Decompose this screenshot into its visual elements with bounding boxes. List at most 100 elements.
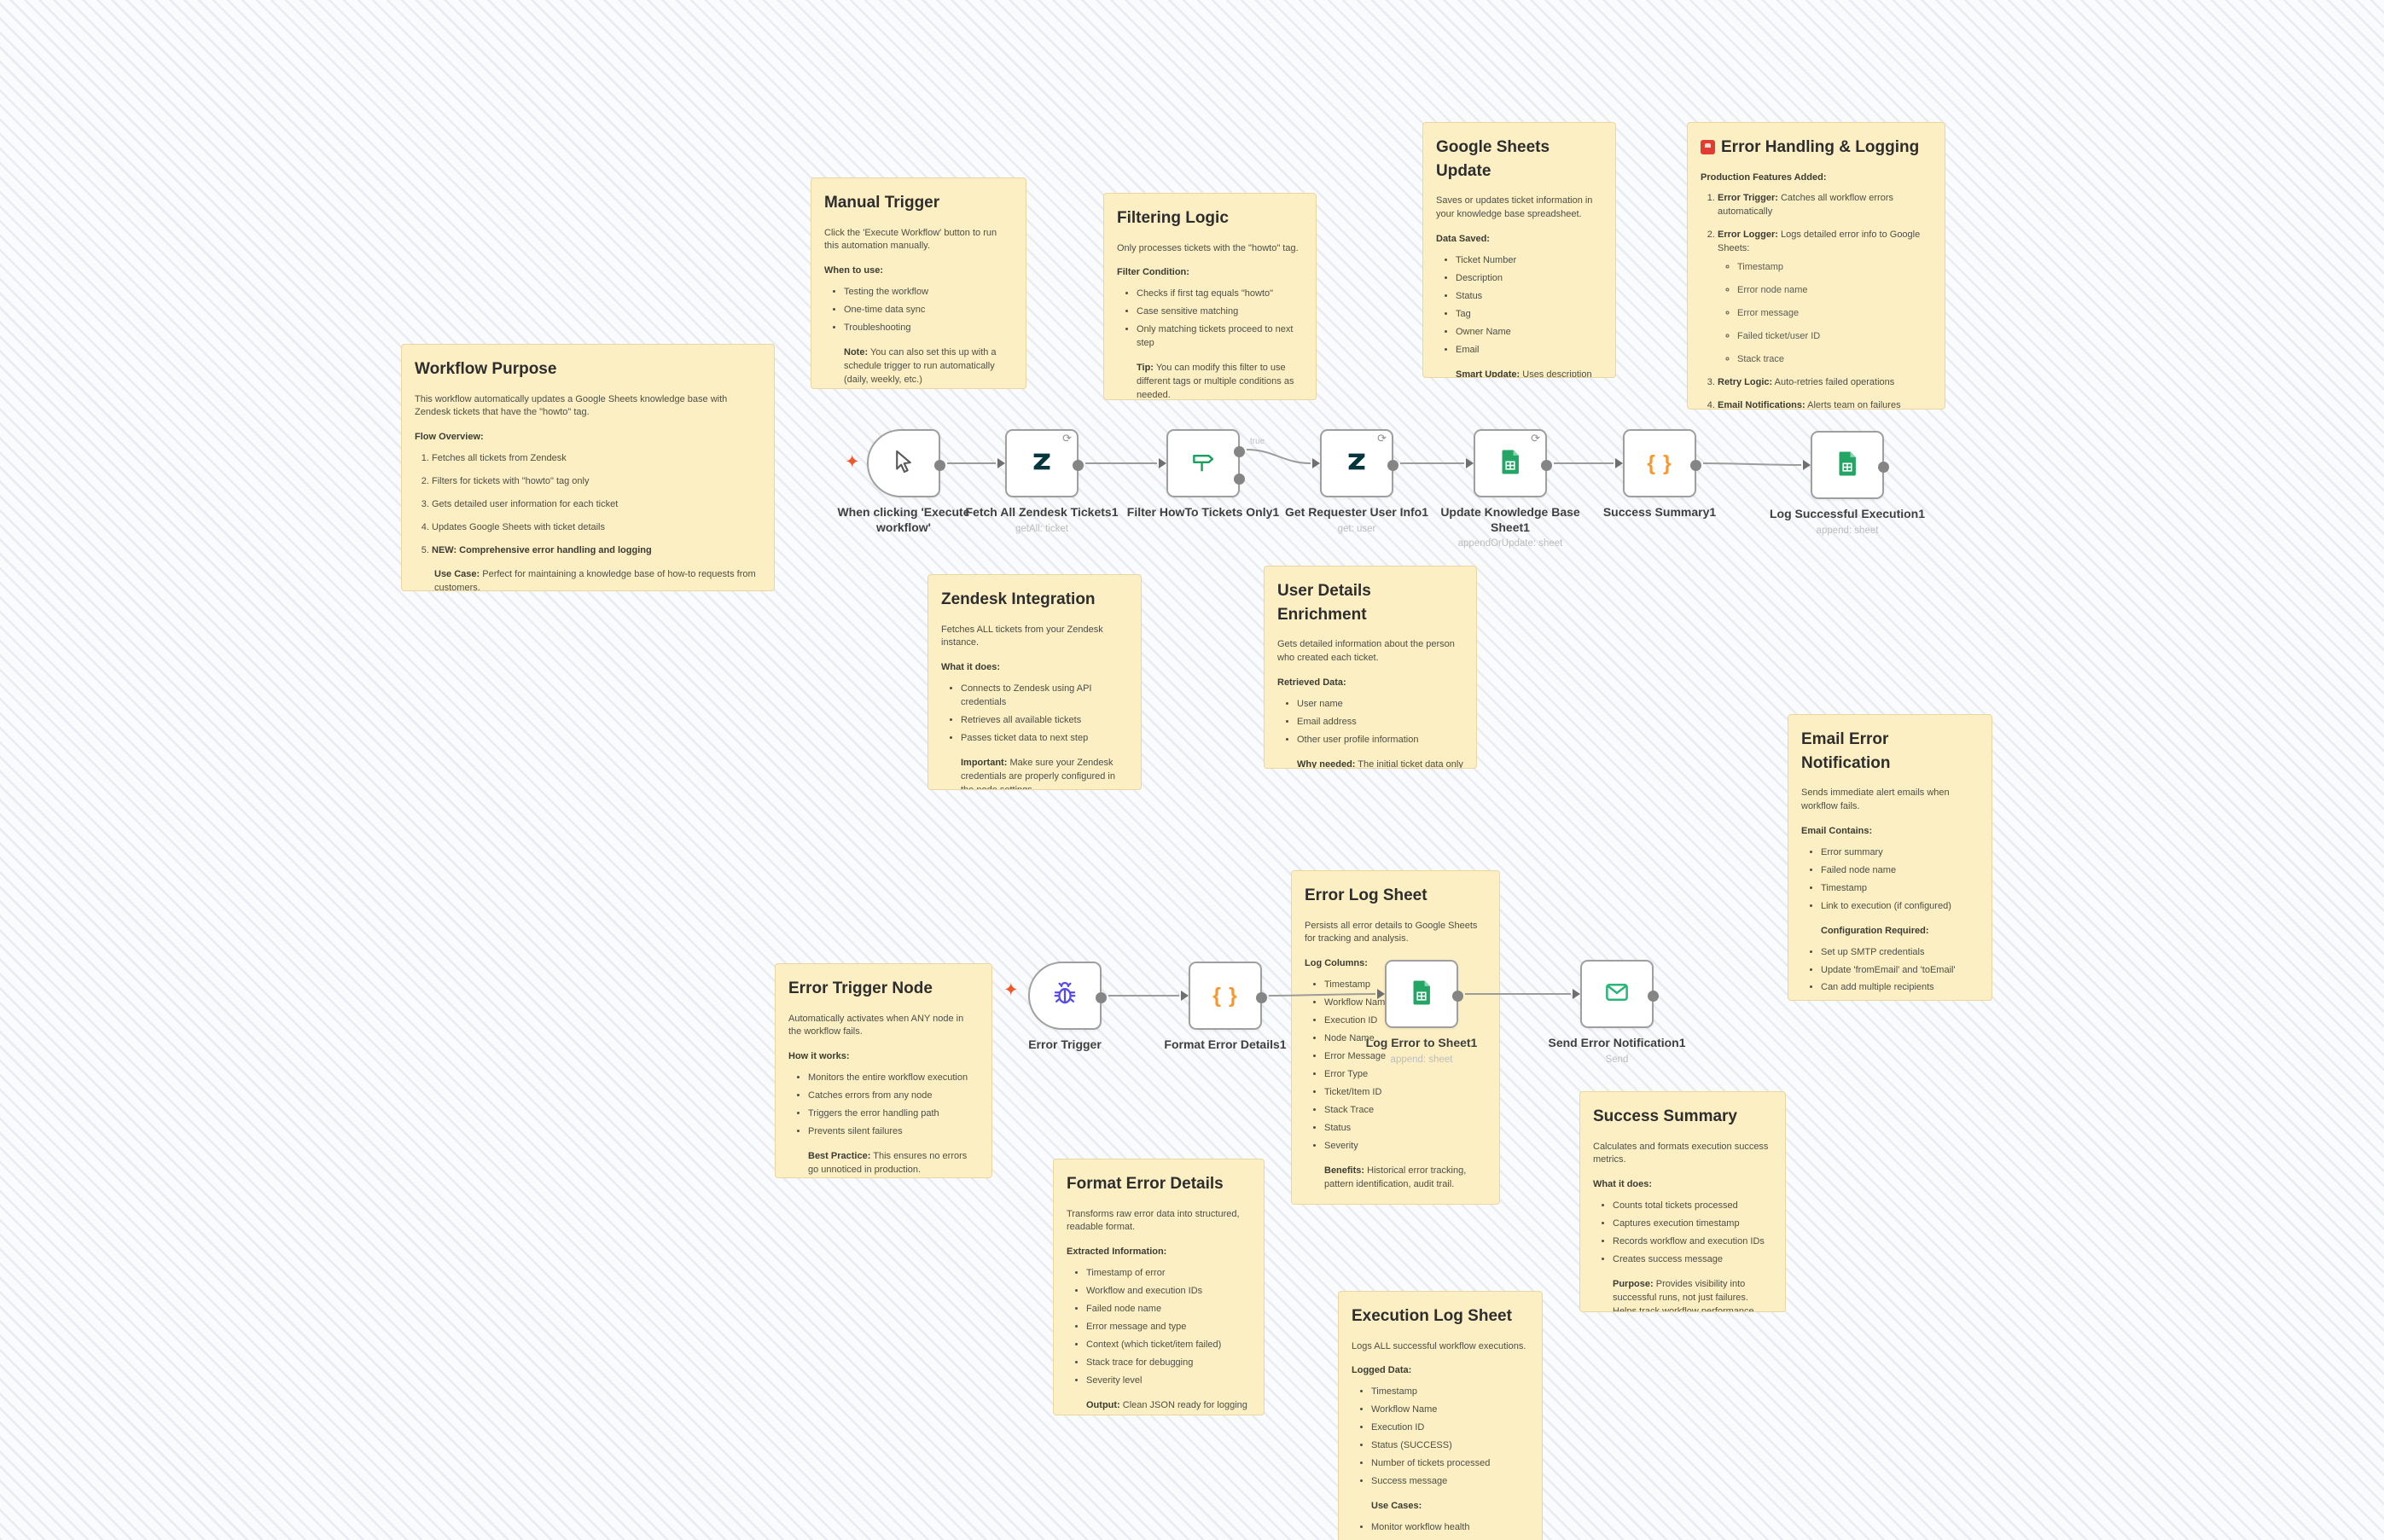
input-port[interactable] (1181, 991, 1189, 1001)
note-bullet-item: Timestamp (1324, 979, 1486, 992)
node-caption: Filter HowTo Tickets Only1 (1122, 505, 1284, 520)
output-port[interactable] (1387, 460, 1398, 471)
connection-label: true (1250, 437, 1265, 446)
input-port[interactable] (1159, 458, 1166, 468)
node-sublabel: Send (1605, 1054, 1629, 1065)
note-heading: Configuration Required: (1821, 925, 1929, 936)
input-port[interactable] (1312, 458, 1320, 468)
node-label: Format Error Details1 (1164, 1037, 1287, 1051)
output-port[interactable] (1541, 460, 1552, 471)
input-port[interactable] (1803, 460, 1811, 470)
node-log-error[interactable] (1377, 960, 1463, 1028)
node-success-summary-node[interactable]: { } (1615, 429, 1701, 497)
sticky-note-title: User Details Enrichment (1277, 582, 1371, 624)
note-bullet-item: Retrieves all available tickets (961, 714, 1128, 728)
note-heading: When to use: (824, 265, 884, 276)
note-bullet-item: Catches errors from any node (808, 1090, 979, 1103)
note-bullet-list: TimestampWorkflow NameExecution IDStatus… (1352, 1386, 1529, 1489)
output-port[interactable] (1690, 460, 1701, 471)
note-sub-list: TimestampError node nameError messageFai… (1718, 261, 1932, 367)
output-port[interactable] (1452, 991, 1463, 1002)
note-paragraph: Click the 'Execute Workflow' button to r… (824, 227, 997, 252)
output-port[interactable] (934, 460, 945, 471)
node-log-success[interactable] (1803, 431, 1889, 499)
note-heading: Email Contains: (1801, 825, 1873, 836)
node-label: Error Trigger (1028, 1037, 1102, 1051)
input-port[interactable] (1466, 458, 1474, 468)
note-bullet-item: Failed node name (1821, 864, 1979, 878)
note-bullet-list: Checks if first tag equals "howto"Case s… (1117, 288, 1303, 351)
note-bullet-list: Counts total tickets processedCaptures e… (1593, 1200, 1772, 1267)
note-paragraph: Note: You can also set this up with a sc… (844, 347, 997, 386)
note-numbered-item: Error Trigger: Catches all workflow erro… (1718, 192, 1932, 219)
node-update-kb[interactable]: ⟳ (1466, 429, 1552, 497)
node-sublabel: get: user (1337, 523, 1376, 534)
add-marker-1: ✦ (845, 452, 860, 472)
output-port[interactable] (1073, 460, 1084, 471)
email-icon (1602, 978, 1631, 1011)
connection-format-error-to-log-error[interactable] (1268, 993, 1376, 997)
connection-success-summary-node-to-log-success[interactable] (1702, 462, 1802, 466)
output-port[interactable] (1878, 462, 1889, 473)
note-bullet-item: Execution ID (1371, 1421, 1529, 1435)
note-bullet-list: Monitors the entire workflow executionCa… (788, 1072, 979, 1139)
note-paragraph: Benefits: Historical error tracking, pat… (1324, 1165, 1467, 1189)
node-sublabel: append: sheet (1390, 1054, 1453, 1065)
note-paragraph: Best Practice: This ensures no errors go… (808, 1151, 968, 1176)
sticky-note-title: Google Sheets Update (1436, 138, 1550, 180)
note-numbered-item: Retry Logic: Auto-retries failed operati… (1718, 376, 1932, 390)
output-port[interactable] (1096, 992, 1107, 1003)
note-bullet-item: Workflow Name (1371, 1403, 1529, 1417)
node-caption: When clicking 'Execute workflow' (823, 505, 985, 535)
node-manual-trigger[interactable] (867, 429, 945, 497)
node-get-requester[interactable]: ⟳ (1312, 429, 1398, 497)
note-bullet-list: Testing the workflowOne-time data syncTr… (824, 286, 1013, 335)
node-label: Success Summary1 (1602, 505, 1717, 519)
node-error-trigger[interactable] (1028, 962, 1107, 1030)
node-filter-howto[interactable] (1159, 429, 1245, 497)
output-port[interactable] (1234, 446, 1245, 457)
input-port[interactable] (1377, 989, 1385, 999)
note-paragraph: Persists all error details to Google She… (1305, 920, 1478, 944)
node-fetch-tickets[interactable]: ⟳ (997, 429, 1084, 497)
input-port[interactable] (1573, 989, 1580, 999)
note-bullet-list: User nameEmail addressOther user profile… (1277, 698, 1463, 747)
input-port[interactable] (997, 458, 1005, 468)
note-bullet-item: Testing the workflow (844, 286, 1013, 299)
note-bullet-item: Error message and type (1086, 1321, 1251, 1334)
note-heading: What it does: (1593, 1179, 1653, 1190)
output-port[interactable] (1256, 992, 1267, 1003)
note-bullet-item: Status (1456, 290, 1602, 304)
note-numbered-item: Updates Google Sheets with ticket detail… (432, 521, 761, 535)
note-bullet-item: Update 'fromEmail' and 'toEmail' (1821, 964, 1979, 978)
note-bullet-item: Severity level (1086, 1374, 1251, 1388)
output-port[interactable] (1648, 991, 1659, 1002)
node-send-email[interactable] (1573, 960, 1659, 1028)
add-marker-2: ✦ (1003, 980, 1019, 1000)
sticky-note-title: Execution Log Sheet (1352, 1307, 1512, 1325)
note-bullet-item: Context (which ticket/item failed) (1086, 1339, 1251, 1352)
node-format-error[interactable]: { } (1181, 962, 1267, 1030)
node-sublabel: append: sheet (1816, 525, 1879, 536)
input-port[interactable] (1615, 458, 1623, 468)
node-label: Send Error Notification1 (1548, 1036, 1686, 1049)
note-sub-item: Failed ticket/user ID (1737, 330, 1932, 344)
connection-filter-howto-to-get-requester[interactable] (1246, 449, 1311, 464)
note-bullet-item: Severity (1324, 1140, 1486, 1154)
output-port[interactable] (1234, 474, 1245, 485)
